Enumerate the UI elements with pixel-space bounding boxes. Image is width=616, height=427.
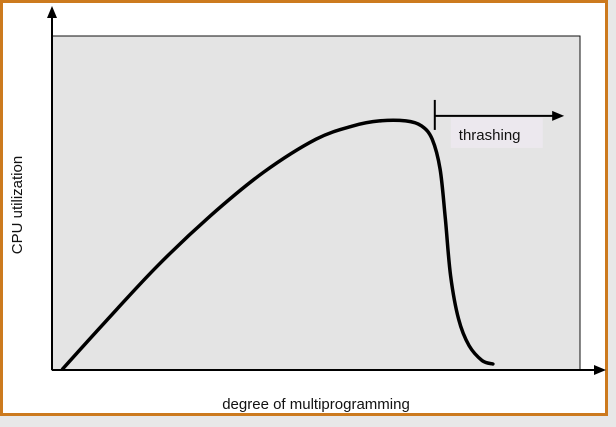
thrashing-label: thrashing xyxy=(459,127,521,144)
thrashing-arrowhead xyxy=(552,110,565,121)
x-axis-label: degree of multiprogramming xyxy=(222,396,410,413)
y-axis-label: CPU utilization xyxy=(9,156,26,254)
cpu-utilization-curve xyxy=(60,118,495,371)
y-axis-arrowhead xyxy=(47,6,57,18)
axes xyxy=(47,6,606,375)
x-axis-arrowhead xyxy=(594,365,606,375)
thrashing-label-background xyxy=(450,117,543,148)
thrashing-annotation: thrashing xyxy=(433,99,565,148)
plot-area xyxy=(51,35,581,371)
